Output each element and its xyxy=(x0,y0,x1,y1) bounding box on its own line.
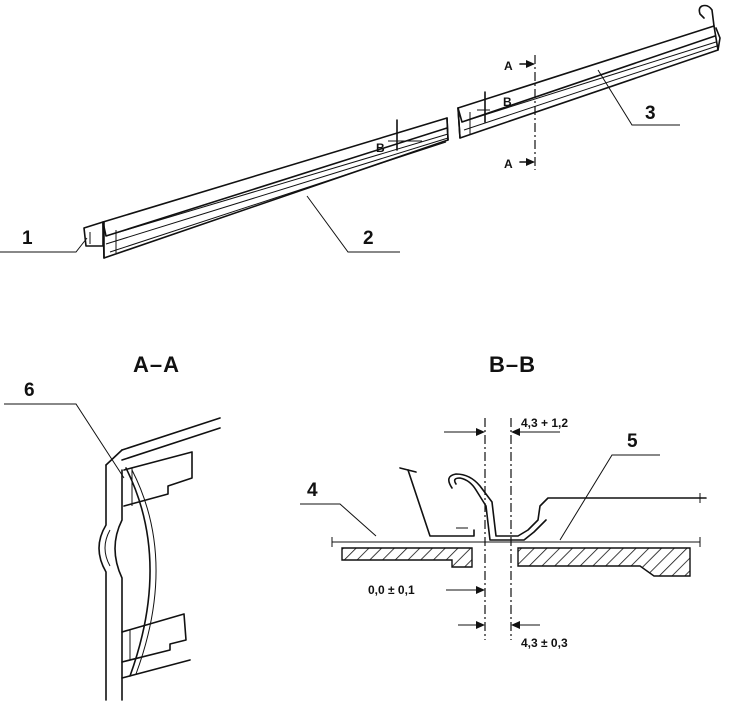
section-b-marker-right xyxy=(477,91,490,123)
leader-4 xyxy=(300,503,377,537)
section-b-marker-left xyxy=(388,119,422,151)
leader-2 xyxy=(306,195,400,253)
section-mark-a-top: A xyxy=(504,59,513,73)
rail-right xyxy=(457,4,721,139)
section-title-aa: A–A xyxy=(133,352,180,377)
rail-assembly: 1 2 3 A A B B xyxy=(0,4,721,259)
dimension-left-bottom: 0,0 ± 0,1 xyxy=(368,583,415,597)
leader-6 xyxy=(4,403,125,479)
dimension-top: 4,3 + 1,2 xyxy=(521,416,568,430)
callout-5: 5 xyxy=(627,431,638,452)
callout-4: 4 xyxy=(307,480,318,501)
callout-1: 1 xyxy=(22,228,33,249)
leader-5 xyxy=(559,454,660,541)
leader-1 xyxy=(0,237,88,253)
callout-3: 3 xyxy=(645,103,656,124)
section-mark-b-left: B xyxy=(376,141,385,155)
rail-left xyxy=(83,117,449,259)
section-title-bb: B–B xyxy=(489,352,536,377)
section-a-cut-line xyxy=(519,55,536,170)
section-mark-b-right: B xyxy=(503,95,512,109)
callout-2: 2 xyxy=(363,228,374,249)
callout-6: 6 xyxy=(24,380,35,401)
leader-3 xyxy=(597,69,680,126)
section-bb-view xyxy=(300,418,707,640)
section-aa-view xyxy=(4,403,221,701)
dimension-right-bottom: 4,3 ± 0,3 xyxy=(521,636,568,650)
section-mark-a-bottom: A xyxy=(504,157,513,171)
